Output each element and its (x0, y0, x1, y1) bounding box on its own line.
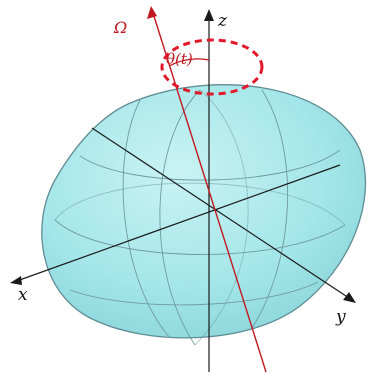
axis-y-label: y (335, 307, 346, 327)
axis-z-label: z (217, 11, 228, 31)
axis-y-line (91, 127, 353, 301)
mesh-meridian-back (194, 89, 249, 346)
ellipsoid-mesh (54, 89, 346, 346)
theta-angle-arc (168, 58, 210, 67)
mesh-meridian-front (159, 89, 201, 346)
mesh-latitude-lower (69, 281, 319, 306)
rotation-axis-line (152, 12, 267, 373)
mesh-meridian-side (122, 99, 171, 339)
mesh-equator-back (54, 182, 346, 226)
precession-path (160, 38, 264, 96)
axis-y-arrowhead (343, 292, 356, 303)
axis-x-line (13, 164, 341, 283)
mesh-latitude-upper (79, 149, 341, 181)
theta-arc (168, 58, 210, 67)
coordinate-axes (10, 9, 356, 372)
omega-label: Ω (113, 18, 127, 37)
mesh-equator (54, 219, 346, 255)
axis-x-arrowhead (10, 276, 22, 285)
rotation-axis (147, 6, 267, 373)
axis-z-arrowhead (204, 9, 214, 21)
theta-label: θ(t) (166, 50, 193, 68)
axis-x-label: x (18, 285, 28, 305)
rotation-axis-arrowhead (147, 6, 157, 19)
mesh-meridian-side-2 (251, 89, 289, 329)
ellipsoid-body (41, 84, 367, 339)
